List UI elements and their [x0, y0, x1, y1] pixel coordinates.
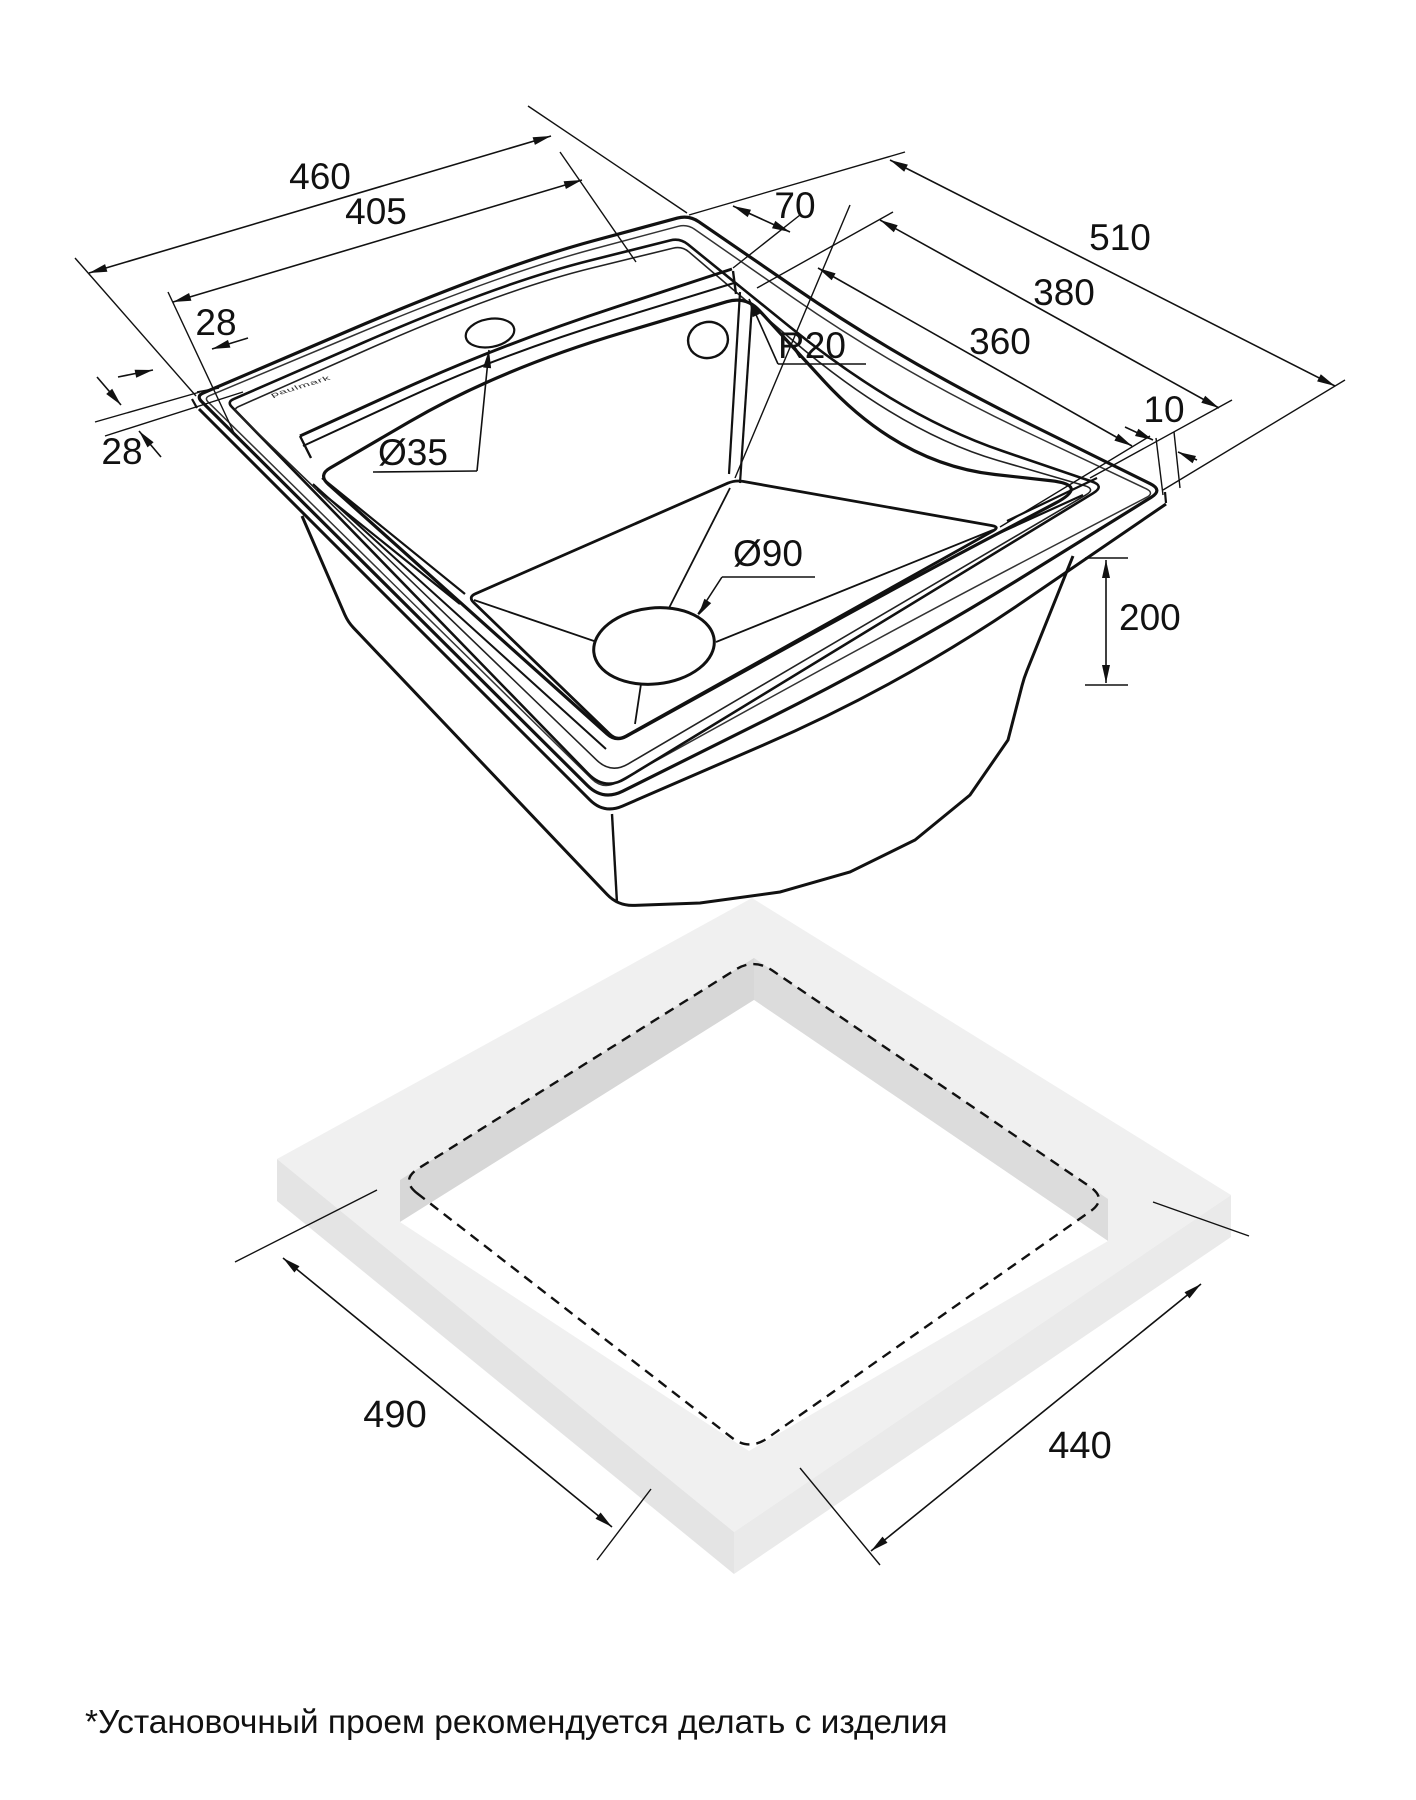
svg-text:28: 28	[195, 302, 236, 343]
svg-text:490: 490	[363, 1394, 426, 1436]
svg-text:10: 10	[1143, 389, 1184, 430]
svg-text:460: 460	[289, 156, 351, 197]
svg-text:*Установочный проем рекомендуе: *Установочный проем рекомендуется делать…	[85, 1704, 947, 1741]
svg-text:510: 510	[1089, 217, 1151, 258]
svg-text:70: 70	[774, 185, 815, 226]
svg-text:Ø90: Ø90	[733, 533, 803, 574]
svg-text:440: 440	[1048, 1425, 1111, 1467]
svg-text:200: 200	[1119, 597, 1181, 638]
svg-text:360: 360	[969, 321, 1031, 362]
svg-text:380: 380	[1033, 272, 1095, 313]
svg-text:Ø35: Ø35	[378, 432, 448, 473]
svg-text:405: 405	[345, 191, 407, 232]
svg-text:28: 28	[101, 431, 142, 472]
svg-text:R20: R20	[778, 325, 846, 366]
